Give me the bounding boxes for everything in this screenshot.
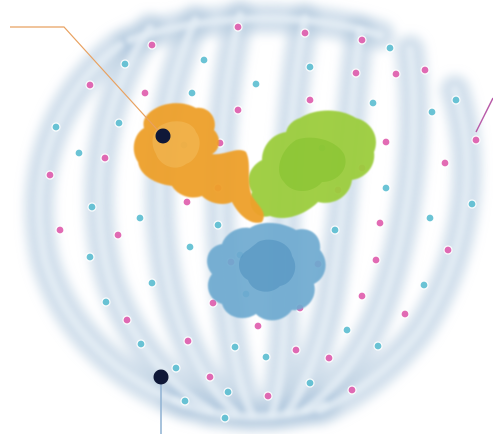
teal-dot [102, 298, 110, 306]
teal-dot [115, 119, 123, 127]
teal-dot [75, 149, 83, 157]
pink-dot [376, 219, 384, 227]
pink-dot [56, 226, 64, 234]
teal-dot [136, 214, 144, 222]
teal-dot [221, 414, 229, 422]
teal-dot [306, 379, 314, 387]
pink-dot [292, 346, 300, 354]
teal-dot [188, 89, 196, 97]
pink-dot [301, 29, 309, 37]
pink-dot [444, 246, 452, 254]
pink-dot [358, 292, 366, 300]
teal-dot [262, 353, 270, 361]
pink-dot [325, 354, 333, 362]
teal-dot [86, 253, 94, 261]
pink-dot [141, 89, 149, 97]
teal-dot [331, 226, 339, 234]
teal-dot [382, 184, 390, 192]
teal-dot [306, 63, 314, 71]
teal-dot [428, 108, 436, 116]
pink-dot [441, 159, 449, 167]
magenta-callout-line [476, 98, 493, 132]
pink-dot [234, 106, 242, 114]
teal-dot [452, 96, 460, 104]
pink-dot [184, 337, 192, 345]
teal-dot [231, 343, 239, 351]
teal-dot [186, 243, 194, 251]
pink-dot [206, 373, 214, 381]
teal-dot [200, 56, 208, 64]
pink-dot [306, 96, 314, 104]
pink-dot [348, 386, 356, 394]
pink-dot [358, 36, 366, 44]
teal-dot [214, 221, 222, 229]
teal-dot [52, 123, 60, 131]
teal-dot [172, 364, 180, 372]
orange-callout-marker [156, 129, 171, 144]
pink-dot [114, 231, 122, 239]
pink-dot [254, 322, 262, 330]
teal-dot [224, 388, 232, 396]
blue-callout-marker [154, 370, 169, 385]
pink-dot [86, 81, 94, 89]
pink-dot [401, 310, 409, 318]
teal-dot [121, 60, 129, 68]
pink-dot [183, 198, 191, 206]
teal-dot [426, 214, 434, 222]
pink-dot [101, 154, 109, 162]
teal-dot [374, 342, 382, 350]
pink-dot [392, 70, 400, 78]
pink-dot [123, 316, 131, 324]
pink-dot [421, 66, 429, 74]
teal-dot [468, 200, 476, 208]
teal-dot [137, 340, 145, 348]
pink-dot [46, 171, 54, 179]
pink-dot [372, 256, 380, 264]
teal-dot [343, 326, 351, 334]
teal-dot [88, 203, 96, 211]
teal-dot [386, 44, 394, 52]
pink-dot [382, 138, 390, 146]
pink-dot [264, 392, 272, 400]
pink-dot [352, 69, 360, 77]
teal-dot [420, 281, 428, 289]
pink-dot [234, 23, 242, 31]
pink-dot [148, 41, 156, 49]
pink-dot [472, 136, 480, 144]
teal-dot [181, 397, 189, 405]
teal-dot [148, 279, 156, 287]
teal-dot [369, 99, 377, 107]
teal-dot [252, 80, 260, 88]
